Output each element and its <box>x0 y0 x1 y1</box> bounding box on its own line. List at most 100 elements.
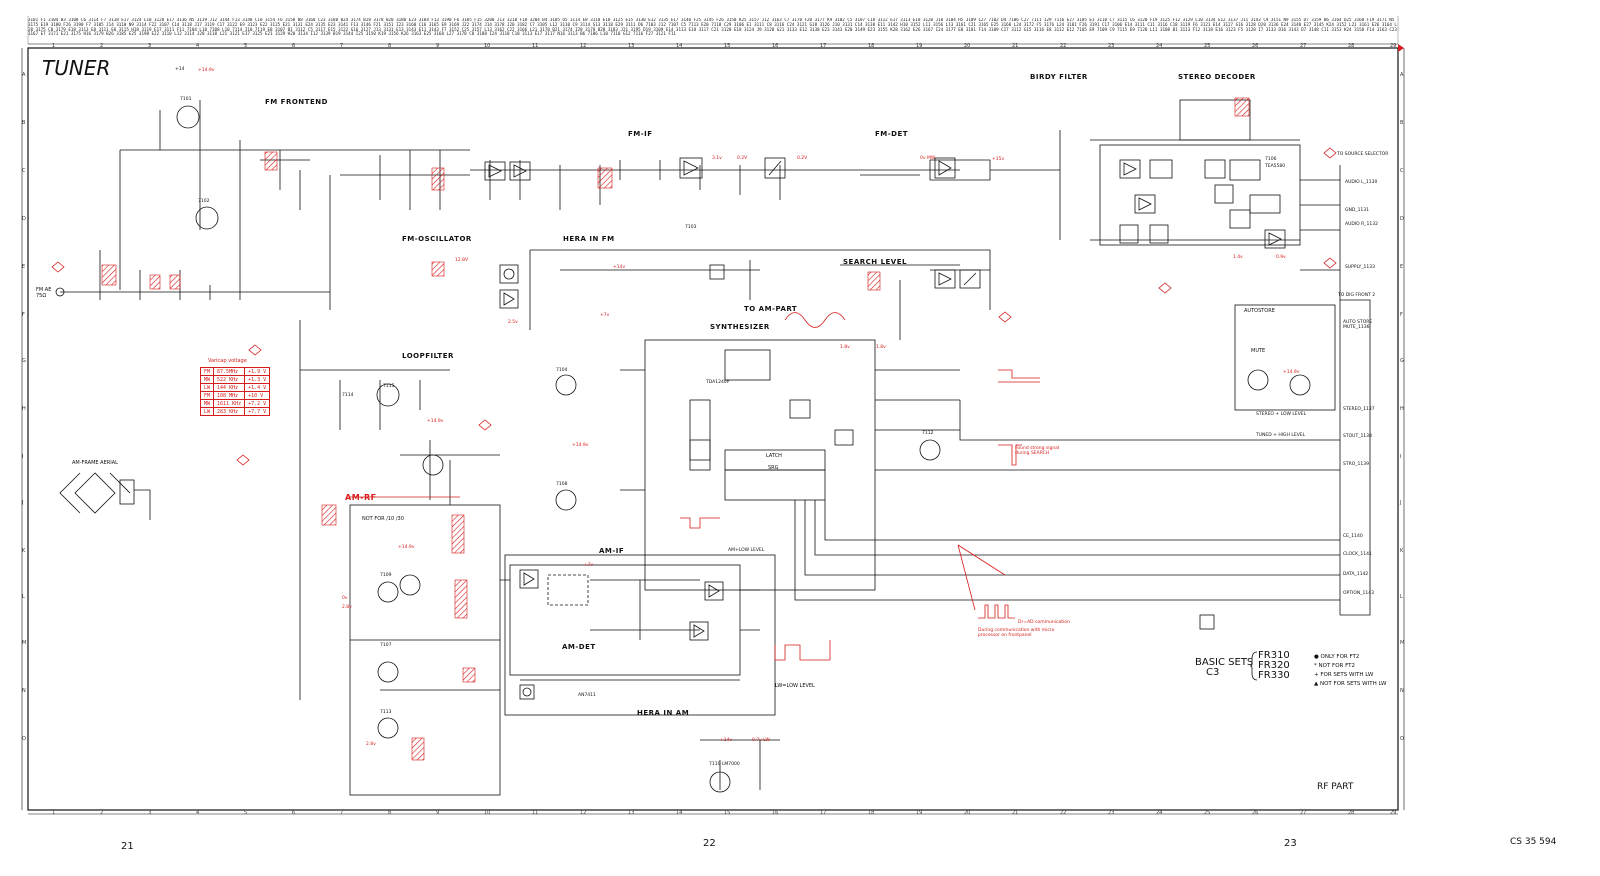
col-num: 23 <box>1108 810 1115 816</box>
section-to-am-part: TO AM-PART <box>744 305 798 313</box>
col-num: 10 <box>484 43 491 49</box>
ic-label: TDA1240P <box>706 380 730 385</box>
legend-item: * NOT FOR FT2 <box>1314 663 1356 669</box>
row-letter: I <box>1400 454 1402 460</box>
col-num: 18 <box>868 810 875 816</box>
col-num: 18 <box>868 43 875 49</box>
table-cell: MW <box>199 399 215 408</box>
row-letter: G <box>22 358 26 364</box>
row-letter: C <box>22 168 26 174</box>
row-letter: F <box>1400 312 1403 318</box>
col-num: 15 <box>724 43 731 49</box>
voltage-label: +14v <box>613 265 626 270</box>
col-num: 11 <box>532 810 539 816</box>
col-num: 9 <box>436 43 440 49</box>
ic-label: 7101 <box>180 97 192 102</box>
section-am-rf: AM-RF <box>345 493 377 502</box>
voltage-label: 1.8v <box>876 345 886 350</box>
output-data: DATA_1142 <box>1343 572 1369 577</box>
col-num: 20 <box>964 43 971 49</box>
varicap-title: Varicap voltage <box>208 358 247 364</box>
voltage-label: 1.8v <box>840 345 850 350</box>
col-num: 2 <box>100 43 104 49</box>
col-num: 26 <box>1252 43 1259 49</box>
col-num: 13 <box>628 43 635 49</box>
row-letter: N <box>22 688 26 694</box>
col-num: 25 <box>1204 810 1211 816</box>
model-fr310: FR310 <box>1258 650 1290 661</box>
table-cell: LW <box>199 383 215 392</box>
label-stereo-low-level: STEREO + LOW LEVEL <box>1256 412 1307 417</box>
hatched-components <box>101 97 1250 761</box>
col-num: 17 <box>820 43 827 49</box>
legend-item: ▲ NOT FOR SETS WITH LW <box>1314 681 1387 687</box>
col-num: 11 <box>532 43 539 49</box>
label-to-source-selector: TO SOURCE SELECTOR <box>1337 152 1389 157</box>
col-num: 23 <box>1108 43 1115 49</box>
voltage-label: +14 <box>175 67 185 72</box>
ic-label: AN7411 <box>578 693 596 698</box>
table-cell: +7.2 V <box>244 399 271 408</box>
ic-label: 7114 <box>342 393 354 398</box>
col-num: 22 <box>1060 810 1067 816</box>
row-letter: H <box>1400 406 1404 412</box>
label-lw-low-level: LW=LOW LEVEL <box>775 683 815 689</box>
col-num: 9 <box>436 810 440 816</box>
ic-label: 7107 <box>380 643 392 648</box>
page-number: 22 <box>703 838 716 849</box>
voltage-label: 0v MW <box>920 156 936 161</box>
wiring <box>59 99 1371 796</box>
voltage-label: 0v <box>342 596 348 601</box>
section-am-if: AM-IF <box>599 547 625 555</box>
col-num: 1 <box>52 43 56 49</box>
output-auto-store-mute: AUTO STORE MUTE_1136 <box>1343 320 1373 330</box>
document-code: CS 35 594 <box>1510 837 1557 847</box>
table-row: LW 144 KHz +1.4 V <box>199 383 271 392</box>
col-num: 14 <box>676 43 683 49</box>
ic-label: 7110 LM7000 <box>709 762 740 767</box>
voltage-label: +14.9v <box>1283 370 1300 375</box>
row-letter: L <box>22 594 25 600</box>
col-num: 5 <box>244 43 248 49</box>
row-letter: O <box>1400 736 1404 742</box>
table-cell: +1.3 V <box>244 375 271 384</box>
row-letter: A <box>1400 72 1404 78</box>
col-num: 22 <box>1060 43 1067 49</box>
component-reference-index: 3101 F1 3104 B3 3108 C6 3114 F7 3118 E17… <box>28 18 1397 37</box>
section-fm-oscillator: FM-OSCILLATOR <box>402 235 472 243</box>
row-letter: M <box>1400 640 1405 646</box>
table-cell: FM <box>199 391 215 400</box>
output-ce: CE_1140 <box>1343 534 1363 539</box>
legend-item: + FOR SETS WITH LW <box>1314 672 1374 678</box>
table-row: FM 87.5MHz +1.9 V <box>199 367 271 376</box>
row-letter: N <box>1400 688 1404 694</box>
table-row: LW 283 KHz +7.7 V <box>199 407 271 416</box>
label-autostore: AUTOSTORE <box>1244 308 1275 314</box>
col-num: 10 <box>484 810 491 816</box>
col-num: 5 <box>244 810 248 816</box>
output-option: OPTION_1143 <box>1343 591 1374 596</box>
row-letter: H <box>22 406 26 412</box>
legend: ● ONLY FOR FT2 * NOT FOR FT2 + FOR SETS … <box>1314 653 1386 689</box>
label-srg: SRG <box>768 465 779 471</box>
output-clock: CLOCK_1141 <box>1343 552 1372 557</box>
row-letter: K <box>22 548 26 554</box>
output-gnd: GND_1131 <box>1345 208 1370 213</box>
row-letter: E <box>1400 264 1404 270</box>
ic-label: 7113 <box>380 710 392 715</box>
output-stereo: STEREO_1137 <box>1343 407 1375 412</box>
row-letter: M <box>22 640 27 646</box>
voltage-label: 2.8v <box>342 605 352 610</box>
col-num: 26 <box>1252 810 1259 816</box>
row-letter: I <box>22 454 24 460</box>
voltage-label: 0.9v <box>1276 255 1286 260</box>
col-num: 8 <box>388 43 392 49</box>
section-search-level: SEARCH LEVEL <box>843 258 907 266</box>
section-stereo-decoder: STEREO DECODER <box>1178 73 1256 81</box>
col-num: 12 <box>580 810 587 816</box>
label-to-dig-front: TO DIG FRONT 2 <box>1338 293 1376 298</box>
voltage-label: 2.8v <box>366 742 376 747</box>
ic-label: 7112 <box>922 431 934 436</box>
row-letter: G <box>1400 358 1404 364</box>
